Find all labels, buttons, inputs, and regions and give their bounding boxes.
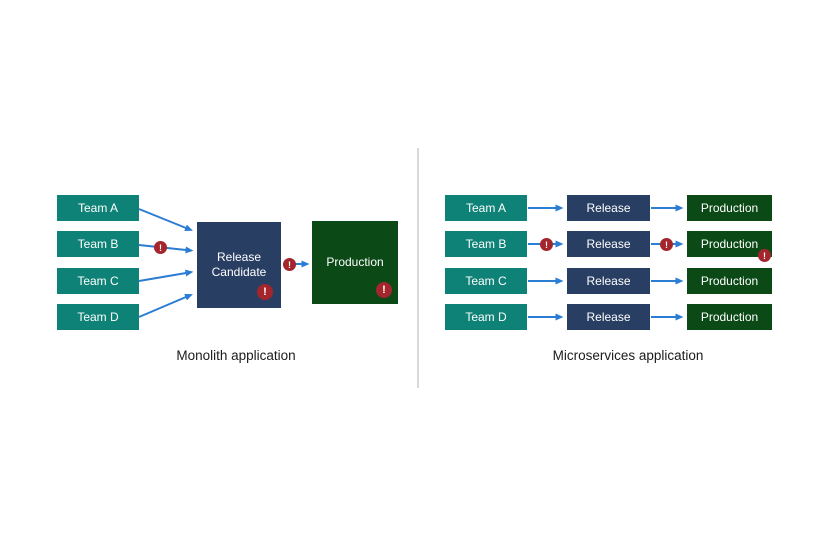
release-candidate-label: Release Candidate [211, 250, 267, 279]
monolith-team-d-box: Team D [57, 304, 139, 330]
release-label: Release [586, 309, 631, 324]
arrow-team-d-to-release-candidate [138, 293, 193, 318]
micro-team-b-box: Team B [445, 231, 527, 257]
team-a-label: Team A [465, 200, 507, 215]
release-label: Release [586, 273, 631, 288]
team-c-label: Team C [465, 273, 507, 288]
issue-icon: ! [660, 238, 673, 251]
production-label: Production [700, 200, 759, 215]
monolith-caption: Monolith application [176, 348, 296, 363]
microservices-caption: Microservices application [552, 348, 704, 363]
team-b-label: Team B [465, 236, 507, 251]
production-label: Production [700, 309, 759, 324]
monolith-team-a-box: Team A [57, 195, 139, 221]
section-divider [417, 148, 419, 388]
arrow-team-a-to-release-candidate [138, 208, 193, 232]
release-label: Release [586, 200, 631, 215]
micro-team-a-box: Team A [445, 195, 527, 221]
micro-production-c-box: Production [687, 268, 772, 294]
arrow-team-c-to-release-candidate [138, 269, 194, 282]
micro-production-d-box: Production [687, 304, 772, 330]
micro-release-c-box: Release [567, 268, 650, 294]
team-c-label: Team C [77, 273, 119, 288]
micro-production-a-box: Production [687, 195, 772, 221]
issue-icon: ! [376, 282, 392, 298]
team-d-label: Team D [77, 309, 119, 324]
issue-icon: ! [257, 284, 273, 300]
production-label: Production [326, 255, 384, 269]
issue-icon: ! [283, 258, 296, 271]
team-d-label: Team D [465, 309, 507, 324]
micro-release-b-box: Release [567, 231, 650, 257]
release-label: Release [586, 236, 631, 251]
micro-release-a-box: Release [567, 195, 650, 221]
monolith-team-b-box: Team B [57, 231, 139, 257]
team-a-label: Team A [77, 200, 119, 215]
micro-team-d-box: Team D [445, 304, 527, 330]
issue-icon: ! [758, 249, 771, 262]
monolith-team-c-box: Team C [57, 268, 139, 294]
micro-team-c-box: Team C [445, 268, 527, 294]
micro-release-d-box: Release [567, 304, 650, 330]
team-b-label: Team B [77, 236, 119, 251]
production-label: Production [700, 236, 759, 251]
issue-icon: ! [154, 241, 167, 254]
issue-icon: ! [540, 238, 553, 251]
production-label: Production [700, 273, 759, 288]
